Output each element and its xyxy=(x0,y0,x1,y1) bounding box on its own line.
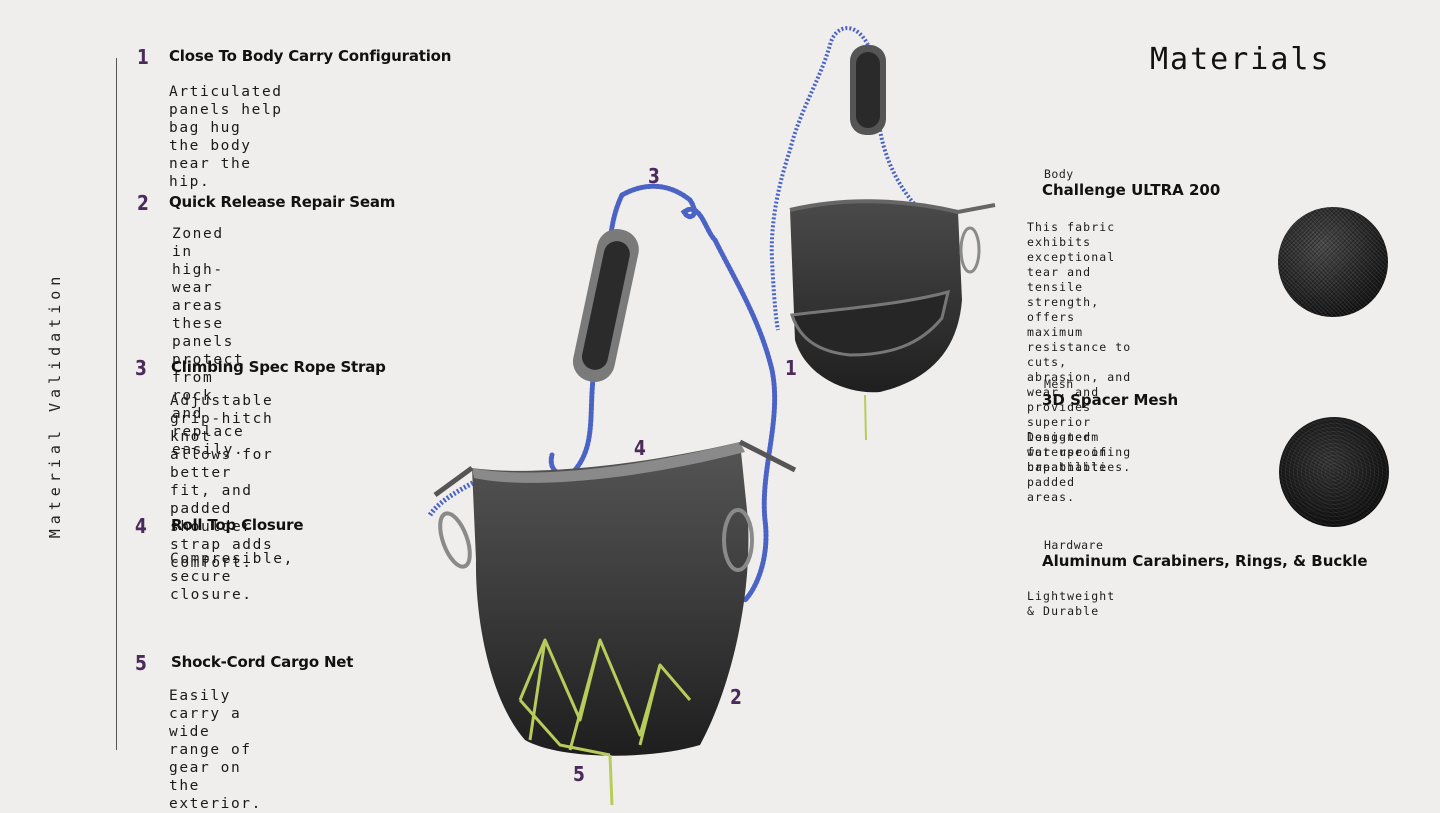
callout-5: 5 xyxy=(573,762,585,786)
material-category: Hardware xyxy=(1044,538,1104,552)
materials-heading: Materials xyxy=(1150,42,1331,77)
feature-title: Roll Top Closure xyxy=(171,516,304,534)
material-description: Lightweight & Durable xyxy=(1027,589,1116,618)
feature-number: 4 xyxy=(135,514,147,538)
roll-top-rim xyxy=(472,442,745,483)
feature-number: 5 xyxy=(135,651,147,675)
feature-description: Compresible, secure closure. xyxy=(170,551,294,603)
feature-number: 2 xyxy=(137,191,149,215)
material-category: Mesh xyxy=(1044,377,1074,391)
material-name: Aluminum Carabiners, Rings, & Buckle xyxy=(1042,552,1368,570)
material-category: Body xyxy=(1044,167,1074,181)
carabiner-left xyxy=(438,511,472,569)
material-name: 3D Spacer Mesh xyxy=(1042,391,1179,409)
callout-4: 4 xyxy=(634,436,646,460)
callout-1: 1 xyxy=(785,356,797,380)
material-name: Challenge ULTRA 200 xyxy=(1042,181,1221,199)
feature-description: Easily carry a wide range of gear on the… xyxy=(169,688,262,812)
side-divider xyxy=(116,58,117,750)
front-bag xyxy=(427,183,797,806)
spacer-mesh-swatch xyxy=(1279,417,1389,527)
feature-title: Quick Release Repair Seam xyxy=(169,193,396,211)
material-description: Designed for use in breathable padded ar… xyxy=(1027,430,1108,504)
woven-fabric-swatch xyxy=(1278,207,1388,317)
feature-title: Close To Body Carry Configuration xyxy=(169,47,452,65)
front-bag-body xyxy=(472,442,749,756)
feature-description: Adjustable grip-hitch knot allows for be… xyxy=(170,393,274,571)
shock-cord-net xyxy=(518,638,692,806)
mesh-panel xyxy=(790,289,951,357)
feature-title: Climbing Spec Rope Strap xyxy=(171,358,386,376)
feature-number: 1 xyxy=(137,45,149,69)
callout-3: 3 xyxy=(648,164,660,188)
feature-description: Articulated panels help bag hug the body… xyxy=(169,84,283,190)
material-description: This fabric exhibits exceptional tear an… xyxy=(1027,220,1132,474)
callout-2: 2 xyxy=(730,685,742,709)
feature-description: Zoned in high-wear areas these panels pr… xyxy=(172,226,245,458)
feature-title: Shock-Cord Cargo Net xyxy=(171,653,354,671)
carabiner-right xyxy=(722,508,754,572)
back-bag xyxy=(769,26,996,441)
back-rope-strap xyxy=(769,26,870,331)
feature-number: 3 xyxy=(135,356,147,380)
